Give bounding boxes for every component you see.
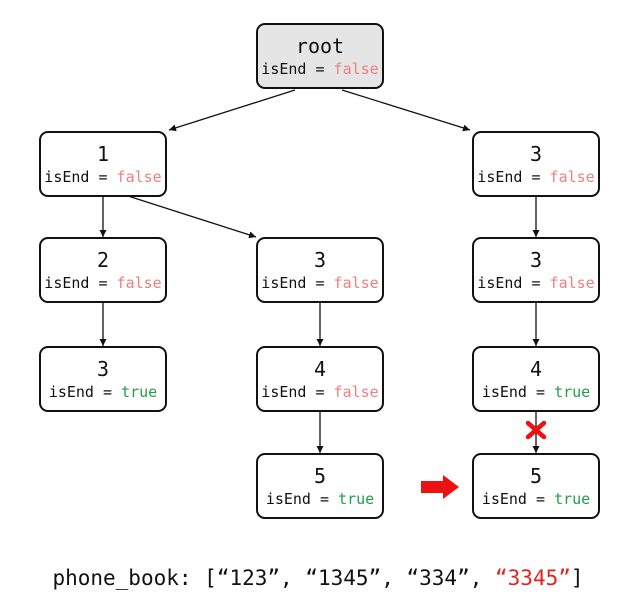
node-isend: isEnd = false — [44, 274, 161, 292]
trie-node-n3b: 3 isEnd = false — [256, 237, 384, 303]
node-label: 3 — [314, 248, 326, 272]
node-isend: isEnd = false — [261, 383, 378, 401]
field-name: isEnd = — [44, 274, 116, 292]
red-arrow-icon — [421, 475, 459, 499]
trie-node-n3d: 3 isEnd = true — [39, 346, 167, 412]
field-name: isEnd = — [261, 383, 333, 401]
node-label: 4 — [314, 357, 326, 381]
node-isend: isEnd = false — [261, 60, 378, 78]
field-name: isEnd = — [482, 383, 554, 401]
caption-prefix: phone_book: [ — [52, 566, 217, 590]
node-box — [472, 131, 600, 197]
isend-value: false — [117, 168, 162, 186]
trie-node-n3a: 3 isEnd = false — [472, 131, 600, 197]
field-name: isEnd = — [266, 490, 338, 508]
node-isend: isEnd = false — [261, 274, 378, 292]
caption-item: “1345” — [305, 566, 382, 590]
isend-value: false — [334, 60, 379, 78]
trie-node-n1: 1 isEnd = false — [39, 131, 167, 197]
node-box — [472, 453, 600, 519]
caption-item-highlighted: “3345” — [495, 566, 571, 590]
trie-node-n5a: 5 isEnd = true — [256, 453, 384, 519]
node-isend: isEnd = false — [477, 168, 594, 186]
isend-value: false — [550, 168, 595, 186]
trie-diagram: root isEnd = false 1 isEnd = false 3 isEnd = … — [39, 23, 600, 519]
trie-node-n4a: 4 isEnd = false — [256, 346, 384, 412]
node-isend: isEnd = true — [49, 383, 157, 401]
node-isend: isEnd = true — [266, 490, 374, 508]
field-name: isEnd = — [261, 60, 333, 78]
node-isend: isEnd = false — [477, 274, 594, 292]
field-name: isEnd = — [49, 383, 121, 401]
node-box — [256, 346, 384, 412]
edge-root-n3a — [341, 89, 471, 132]
caption-suffix: ] — [570, 566, 584, 590]
field-name: isEnd = — [477, 168, 549, 186]
isend-value: true — [121, 383, 157, 401]
isend-value: false — [117, 274, 162, 292]
node-label: 5 — [530, 464, 542, 488]
node-label: 3 — [97, 357, 109, 381]
trie-node-n5b: 5 isEnd = true — [472, 453, 600, 519]
node-box — [472, 237, 600, 303]
field-name: isEnd = — [261, 274, 333, 292]
edge-n1-n3b — [127, 195, 257, 239]
node-label: 2 — [97, 248, 109, 272]
caption-item: “123” — [216, 566, 281, 590]
node-box — [39, 346, 167, 412]
trie-node-n2: 2 isEnd = false — [39, 237, 167, 303]
isend-value: true — [554, 490, 590, 508]
node-isend: isEnd = false — [44, 168, 161, 186]
phone-book-caption: phone_book: [“123”, “1345”, “334”, “3345… — [52, 566, 584, 590]
node-label: 5 — [314, 464, 326, 488]
node-label: 3 — [530, 248, 542, 272]
node-label: 1 — [97, 142, 109, 166]
isend-value: false — [550, 274, 595, 292]
node-isend: isEnd = true — [482, 490, 590, 508]
edge-root-n1 — [168, 89, 296, 132]
node-box — [256, 237, 384, 303]
isend-value: false — [334, 274, 379, 292]
node-box — [472, 346, 600, 412]
red-cross-icon — [525, 420, 547, 440]
isend-value: true — [554, 383, 590, 401]
node-box — [256, 23, 384, 89]
node-label: 3 — [530, 142, 542, 166]
node-isend: isEnd = true — [482, 383, 590, 401]
node-box — [39, 237, 167, 303]
field-name: isEnd = — [477, 274, 549, 292]
trie-node-root: root isEnd = false — [256, 23, 384, 89]
node-label: root — [296, 34, 344, 58]
trie-node-n4b: 4 isEnd = true — [472, 346, 600, 412]
trie-node-n3c: 3 isEnd = false — [472, 237, 600, 303]
field-name: isEnd = — [482, 490, 554, 508]
markers — [421, 420, 547, 499]
isend-value: true — [338, 490, 374, 508]
nodes: root isEnd = false 1 isEnd = false 3 isEnd = … — [39, 23, 600, 519]
edges — [99, 89, 540, 453]
field-name: isEnd = — [44, 168, 116, 186]
node-label: 4 — [530, 357, 542, 381]
isend-value: false — [334, 383, 379, 401]
node-box — [39, 131, 167, 197]
caption-item: “334” — [406, 566, 470, 590]
node-box — [256, 453, 384, 519]
